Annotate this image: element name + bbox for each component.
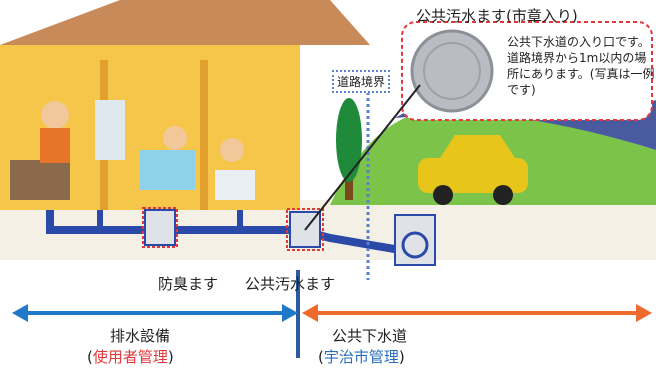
drainage-section-label: 排水設備: [110, 327, 171, 345]
city-management-text: 宇治市管理: [323, 348, 399, 366]
house-roof: [0, 0, 370, 45]
car-top: [440, 135, 515, 158]
house-divider-2: [200, 60, 208, 210]
tree: [336, 98, 362, 182]
paren-close: ): [398, 348, 405, 366]
tree-trunk: [345, 170, 353, 200]
car-body: [418, 158, 528, 193]
toilet: [215, 170, 255, 200]
deodor-masu-label: 防臭ます: [158, 275, 219, 293]
drainage-arrow-right-head: [282, 304, 298, 322]
washing-machine: [95, 100, 125, 160]
road-boundary-label: 道路境界: [332, 70, 391, 93]
paren-open: (: [87, 348, 93, 366]
public-sewage-masu-label: 公共汚水ます: [245, 275, 336, 293]
callout-description: 公共下水道の入り口です。道路境界から1m以内の場所にあります。(写真は一例です): [507, 35, 655, 97]
public-masu-highlight: [286, 208, 324, 251]
person-toilet: [220, 138, 244, 162]
paren-close: ): [167, 348, 174, 366]
sewer-arrow-left-head: [302, 304, 318, 322]
person-kitchen: [41, 101, 69, 129]
apron: [40, 128, 70, 163]
sewer-section-label: 公共下水道: [332, 327, 408, 345]
deodor-masu-box: [144, 209, 176, 246]
drainage-manager-label: (使用者管理): [87, 346, 174, 367]
callout-pointer: [304, 84, 421, 231]
sewer-main: [401, 231, 429, 259]
car-wheel: [433, 185, 453, 205]
manhole-cover-ring: [423, 42, 481, 100]
person-bath: [163, 126, 187, 150]
kitchen-sink: [10, 160, 70, 200]
sewer-manager-label: (宇治市管理): [318, 346, 405, 367]
bathtub: [140, 150, 195, 190]
callout-title: 公共汚水ます(市章入り): [416, 7, 578, 25]
sewer-arrow-right-head: [636, 304, 652, 322]
paren-open: (: [318, 348, 324, 366]
drainage-arrow-left-head: [12, 304, 28, 322]
user-management-text: 使用者管理: [92, 348, 168, 366]
car-wheel: [493, 185, 513, 205]
deodor-masu-highlight: [142, 207, 178, 248]
